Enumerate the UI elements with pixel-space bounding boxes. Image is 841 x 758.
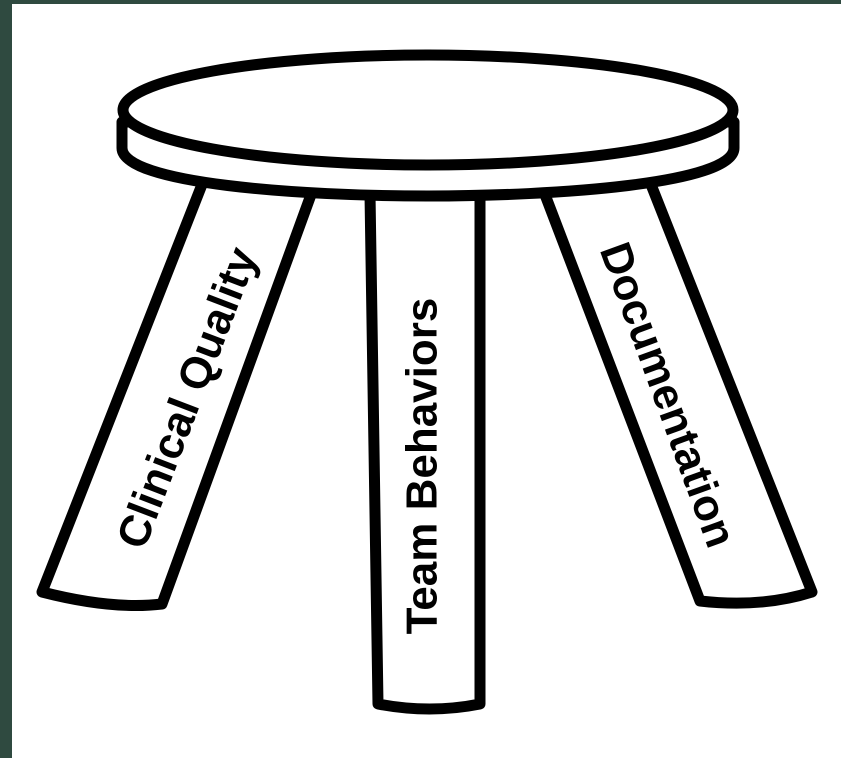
three-legged-stool: Clinical Quality Team Behaviors Document… [12, 4, 841, 758]
stool-seat-top [123, 55, 733, 165]
diagram-canvas: Clinical Quality Team Behaviors Document… [12, 4, 841, 758]
leg-label-team-behaviors: Team Behaviors [398, 298, 447, 635]
